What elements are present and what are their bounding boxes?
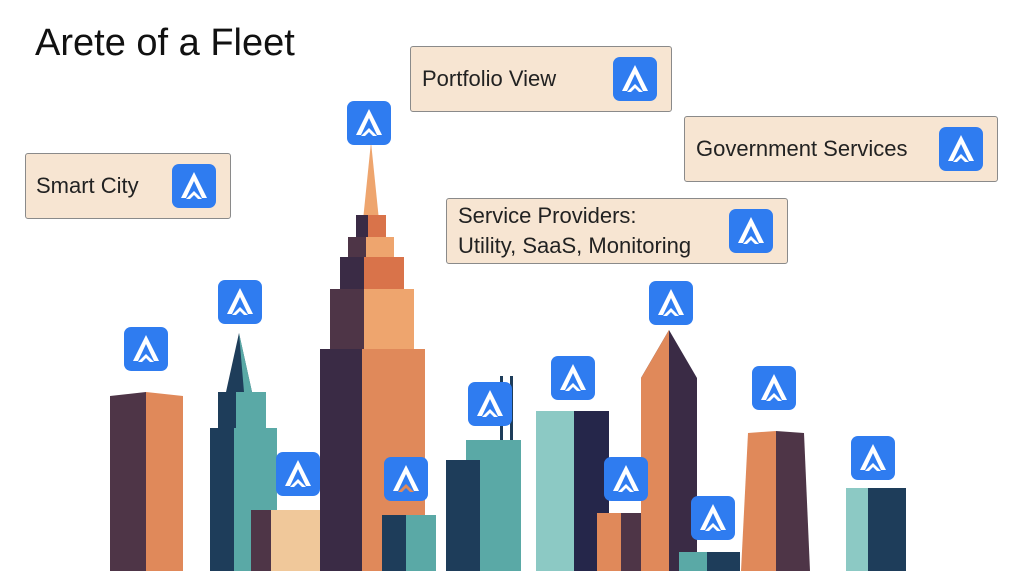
- building-5: [382, 515, 436, 571]
- building-11: [741, 431, 810, 571]
- building-9: [641, 330, 697, 571]
- arete-logo-icon: [752, 366, 796, 410]
- label-line-2: Utility, SaaS, Monitoring: [458, 233, 692, 258]
- label-line-1: Service Providers:: [458, 203, 637, 228]
- label-text: Portfolio View: [422, 66, 557, 91]
- building-1: [110, 392, 183, 571]
- arete-logo-icon: [604, 457, 648, 501]
- arete-logo-icon: [347, 101, 391, 145]
- arete-logo-icon: [468, 382, 512, 426]
- label-smart-city: Smart City: [25, 153, 231, 219]
- building-10: [679, 552, 740, 571]
- building-12: [846, 488, 906, 571]
- label-government-services: Government Services: [684, 116, 998, 182]
- building-2: [210, 333, 277, 571]
- arete-logo-icon: [218, 280, 262, 324]
- arete-logo-icon: [276, 452, 320, 496]
- slide-title: Arete of a Fleet: [35, 22, 295, 64]
- arete-logo-icon: [551, 356, 595, 400]
- label-text: Government Services: [696, 136, 908, 161]
- building-6: [446, 376, 521, 571]
- arete-logo-icon: [691, 496, 735, 540]
- arete-logo-icon: [729, 209, 773, 253]
- arete-logo-icon: [939, 127, 983, 171]
- arete-logo-icon: [649, 281, 693, 325]
- building-7: [536, 411, 609, 571]
- arete-logo-icon: [851, 436, 895, 480]
- label-portfolio-view: Portfolio View: [410, 46, 672, 112]
- arete-logo-icon: [384, 457, 428, 501]
- label-service-providers: Service Providers: Utility, SaaS, Monito…: [446, 198, 788, 264]
- building-main-tower: [320, 142, 425, 571]
- label-text: Service Providers: Utility, SaaS, Monito…: [458, 201, 729, 261]
- arete-logo-icon: [613, 57, 657, 101]
- arete-logo-icon: [172, 164, 216, 208]
- label-text: Smart City: [36, 173, 139, 198]
- arete-logo-icon: [124, 327, 168, 371]
